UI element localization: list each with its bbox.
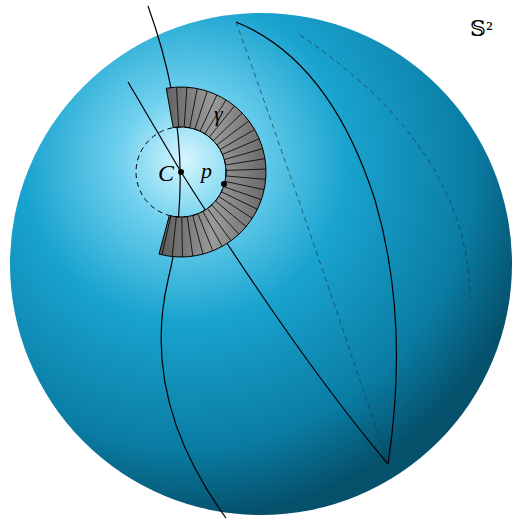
hatch-stroke — [198, 214, 213, 251]
hatch-stroke — [193, 215, 203, 254]
sphere — [10, 13, 512, 515]
point-label: p — [201, 160, 212, 182]
annulus-band — [159, 87, 266, 257]
point-label: C — [158, 161, 174, 185]
hatch-stroke — [162, 216, 171, 255]
band-hatching — [162, 87, 266, 257]
hatch-stroke — [220, 130, 255, 150]
hatch-stroke — [184, 87, 187, 127]
hatch-stroke — [226, 169, 266, 170]
hatch-stroke — [181, 217, 183, 257]
back-arcs — [236, 22, 470, 464]
hatch-stroke — [225, 159, 265, 165]
hatch-stroke — [203, 211, 222, 246]
hatch-stroke — [205, 100, 226, 134]
hatch-stroke — [207, 208, 231, 240]
center-point — [178, 169, 184, 175]
hatch-stroke — [190, 89, 198, 128]
dashed-circle — [136, 127, 226, 217]
sphere-name: 𝕊² — [470, 18, 492, 40]
hatch-stroke — [222, 139, 259, 155]
hatch-stroke — [195, 91, 207, 129]
hatch-stroke — [224, 149, 262, 160]
hatch-stroke — [225, 181, 264, 189]
hatch-stroke — [221, 192, 257, 210]
point-p — [221, 181, 227, 187]
hatch-stroke — [172, 217, 176, 257]
hatch-stroke — [187, 217, 193, 257]
hatch-stroke — [177, 87, 179, 127]
great-circles — [128, 6, 396, 518]
hatch-stroke — [224, 187, 262, 200]
hatch-stroke — [226, 176, 266, 179]
curve-label: γ — [214, 103, 223, 125]
